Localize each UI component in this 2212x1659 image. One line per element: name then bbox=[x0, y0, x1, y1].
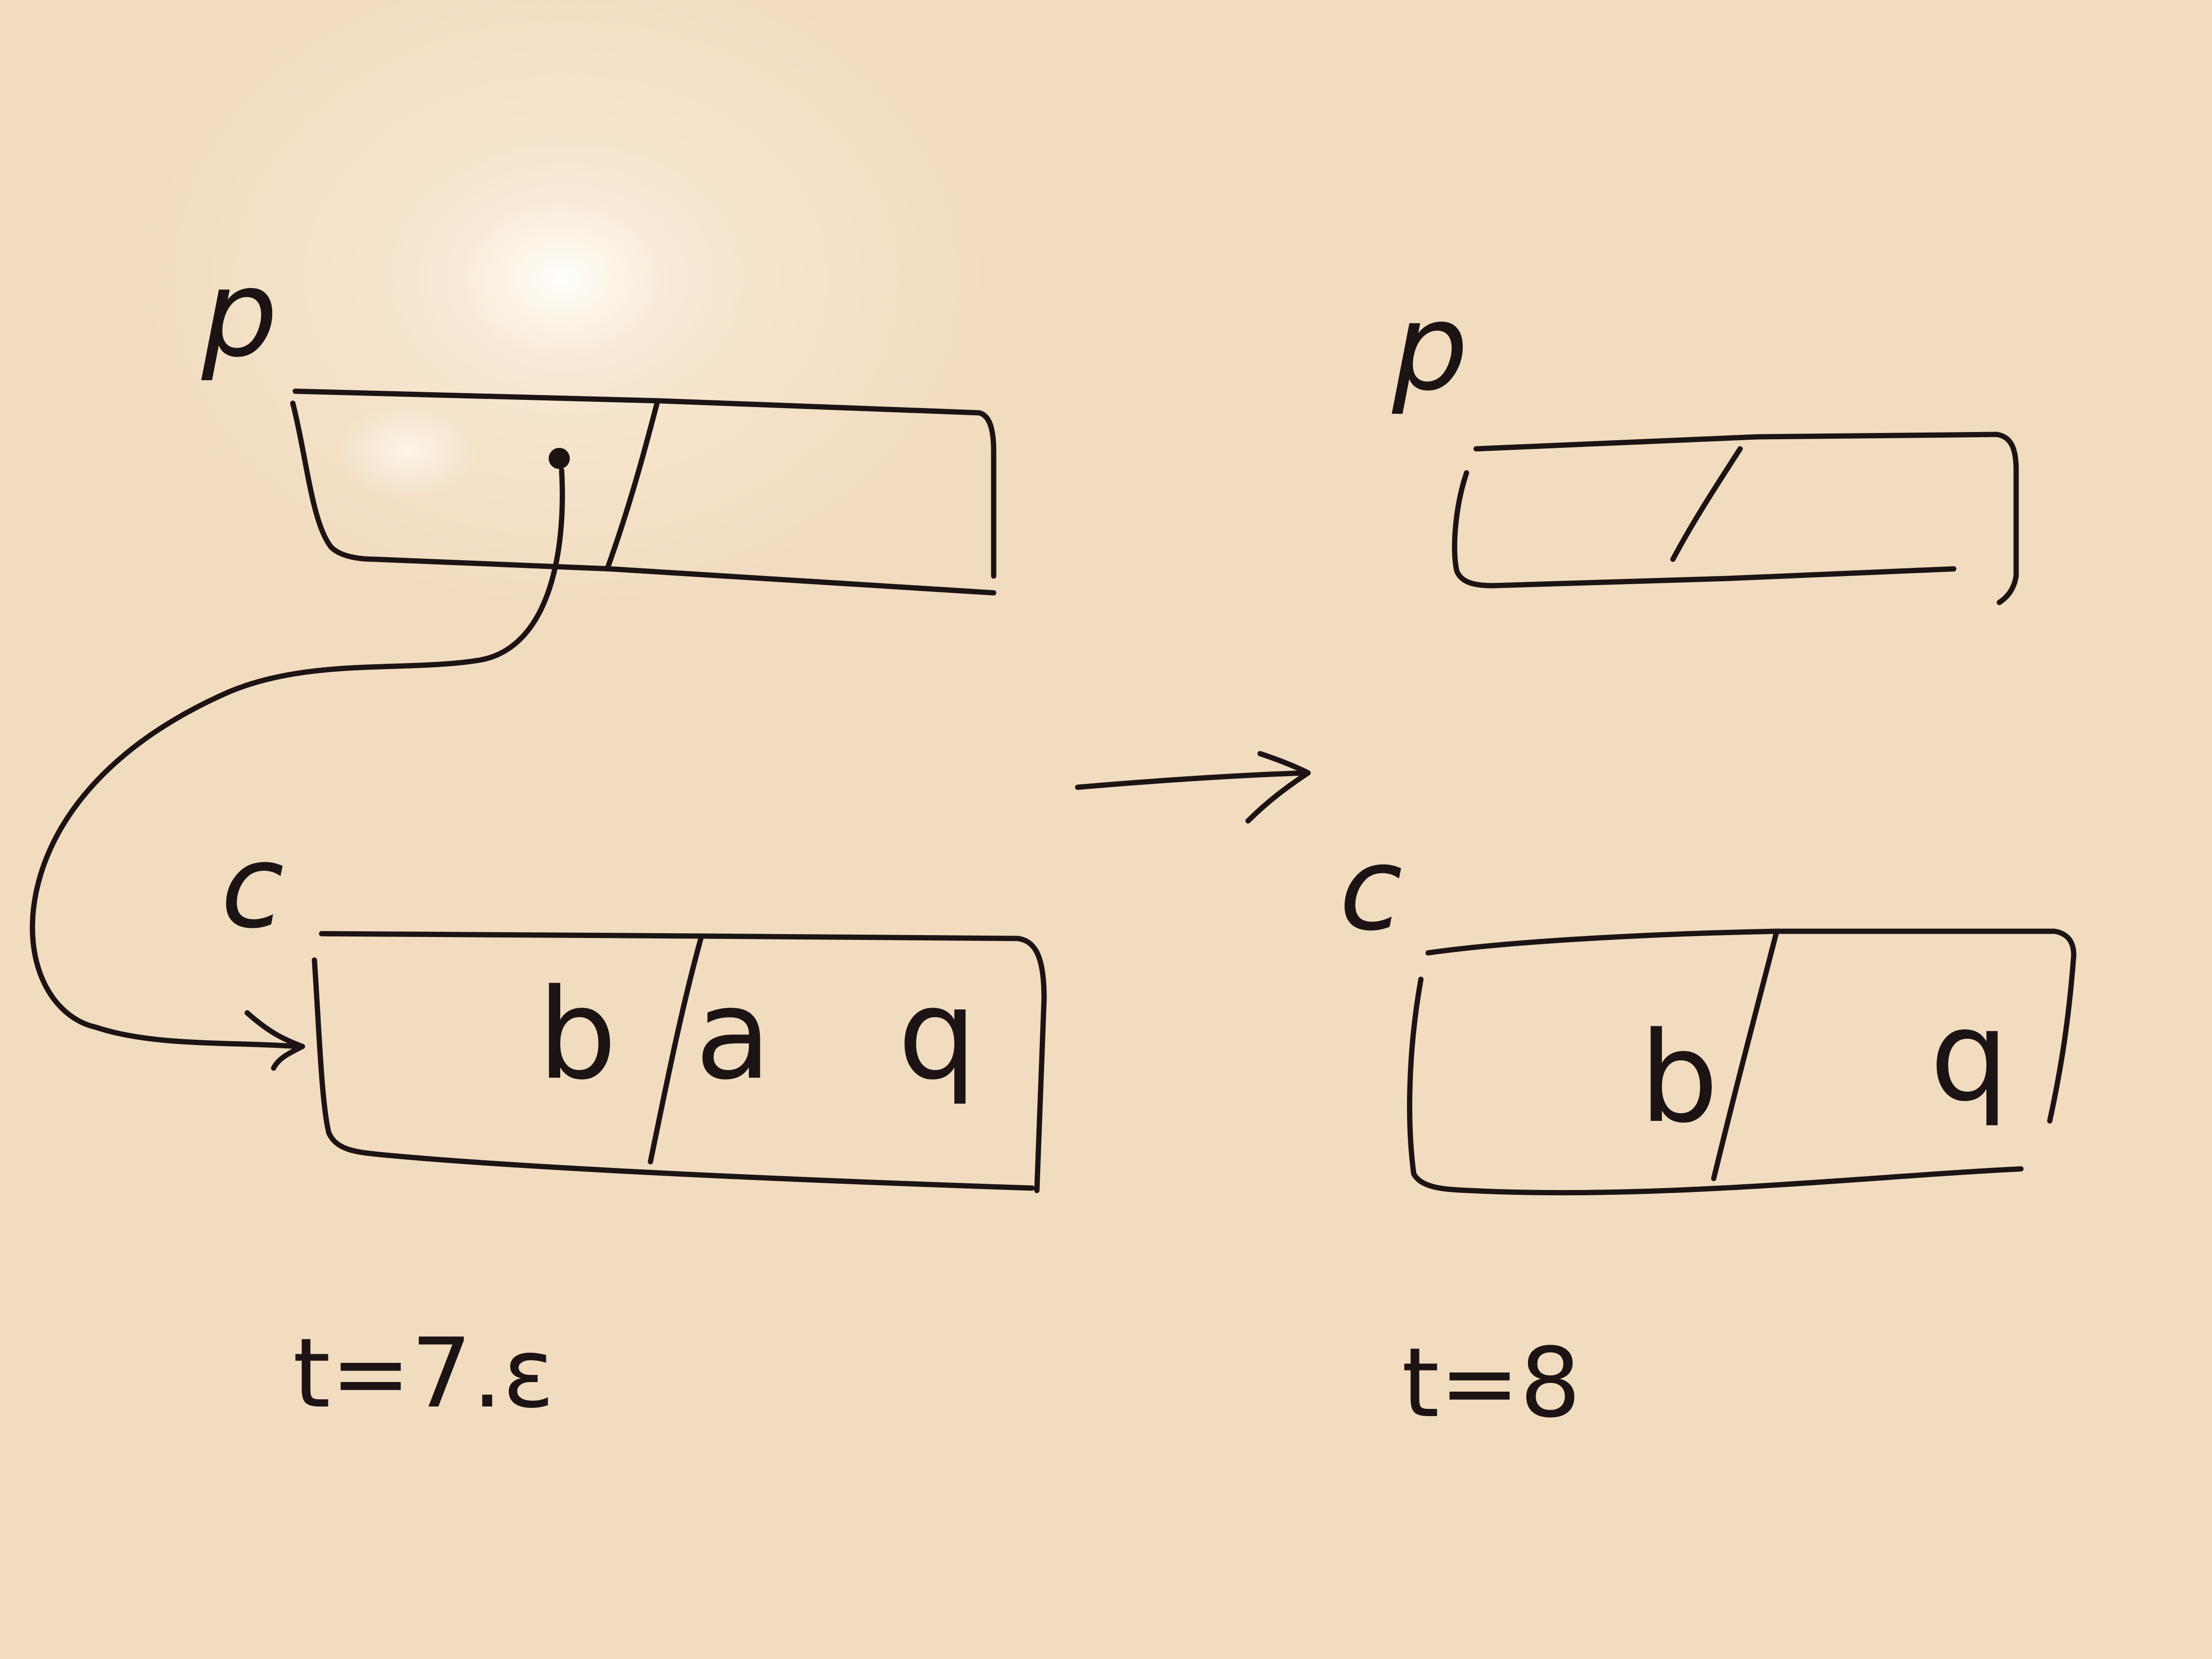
right-p-label: p bbox=[1392, 277, 1468, 417]
left-c-box bbox=[312, 931, 1047, 1193]
right-c-box-top-right bbox=[1425, 928, 2077, 1124]
left-c-slot1-value: b a bbox=[538, 962, 791, 1107]
left-p-box bbox=[290, 388, 997, 596]
transition-arrow bbox=[1075, 751, 1311, 824]
left-p-box-bottom-left bbox=[290, 400, 997, 596]
right-state: p c b q t=8 bbox=[1339, 277, 2077, 1439]
left-p-box-divider bbox=[604, 398, 661, 572]
left-c-slot2-value: q bbox=[898, 962, 977, 1107]
right-p-box bbox=[1452, 432, 2019, 605]
left-state: p c b a q t=7.ε bbox=[30, 244, 1047, 1430]
right-p-null-slash bbox=[1670, 446, 1743, 562]
right-time-label: t=8 bbox=[1402, 1327, 1581, 1439]
left-c-label: c bbox=[221, 819, 284, 954]
pointer-curve bbox=[30, 468, 565, 1049]
transition-arrow-shaft bbox=[1075, 770, 1309, 790]
pointer-arrowhead-upper bbox=[244, 1010, 305, 1049]
left-pointer bbox=[30, 448, 570, 1071]
pointer-origin-dot bbox=[549, 448, 570, 469]
right-c-box bbox=[1407, 928, 2077, 1196]
left-c-box-divider bbox=[648, 936, 704, 1165]
right-c-box-bottom-left bbox=[1407, 976, 2024, 1196]
left-c-box-top-right bbox=[319, 931, 1047, 1193]
left-p-label: p bbox=[201, 244, 278, 384]
right-c-slot1-value: b bbox=[1639, 1006, 1719, 1151]
transition-arrowhead bbox=[1245, 751, 1311, 824]
left-p-box-top-right bbox=[292, 388, 997, 579]
right-c-slot2-value: q bbox=[1930, 984, 2009, 1129]
right-c-label: c bbox=[1339, 822, 1403, 956]
right-p-box-top-right bbox=[1473, 432, 2019, 605]
pointer-arrowhead-lower bbox=[271, 1044, 305, 1071]
right-c-box-divider bbox=[1711, 931, 1779, 1181]
left-time-label: t=7.ε bbox=[293, 1318, 554, 1430]
right-p-box-bottom-left bbox=[1452, 470, 1957, 589]
left-c-box-bottom-left bbox=[312, 957, 1035, 1191]
